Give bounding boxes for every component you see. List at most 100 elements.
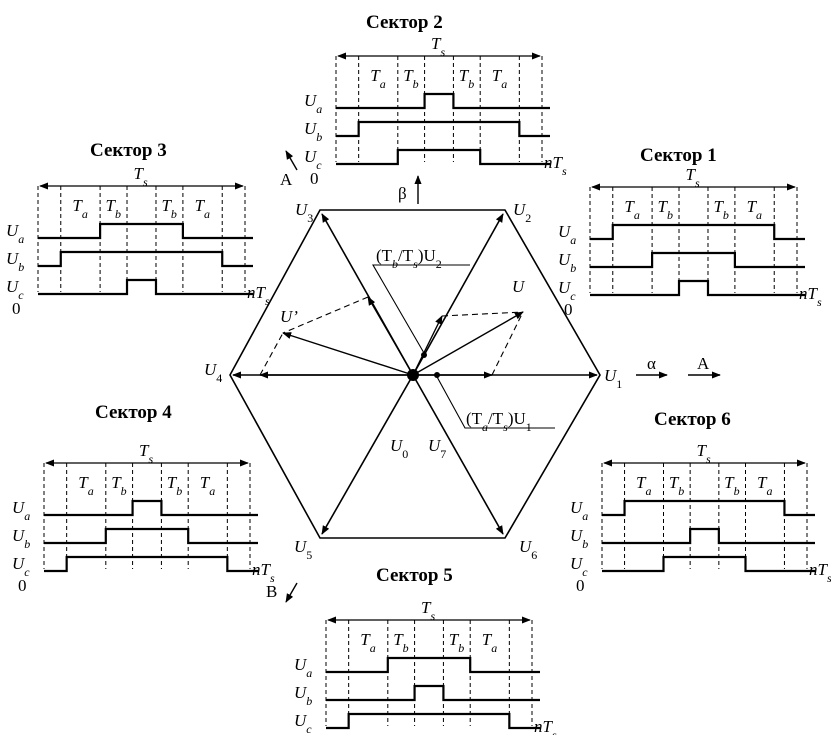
interval-label-1: Tb (393, 630, 408, 655)
interval-label-1: Tb (106, 196, 121, 221)
waveform-ua (602, 499, 815, 517)
signal-label-ua: Ua (12, 498, 30, 523)
origin-dot (407, 369, 419, 381)
interval-label-3: Ta (482, 630, 497, 655)
label-u5: U5 (294, 537, 312, 562)
signal-label-ub: Ub (12, 526, 30, 551)
vector-u2 (412, 213, 504, 376)
hexagon-labels: U1 U2 U3 U4 U5 U6 U0 U7 U U’ (Tb/Ts)U2 (… (204, 170, 710, 601)
interval-label-2: Tb (161, 196, 176, 221)
label-u0: U0 (390, 436, 408, 461)
leader-ta (435, 374, 555, 429)
label-component-tb: (Tb/Ts)U2 (376, 246, 442, 271)
label-alpha: α (647, 354, 656, 373)
interval-label-0: Ta (624, 197, 639, 222)
interval-label-2: Tb (449, 630, 464, 655)
vector-u6 (412, 374, 504, 535)
ts-label: Ts (686, 165, 700, 190)
interval-label-0: Ta (636, 473, 651, 498)
waveform-uc (602, 555, 815, 573)
interval-label-3: Ta (492, 66, 507, 91)
label-beta: β (398, 184, 407, 203)
hexagon-outline (229, 209, 601, 539)
signal-label-uc: Uc (570, 554, 588, 579)
axis-a-up-arrow (285, 150, 298, 171)
ts-label: Ts (421, 598, 435, 623)
signal-label-uc: Uc (304, 147, 322, 172)
signal-label-ua: Ua (6, 221, 24, 246)
interval-label-3: Ta (200, 473, 215, 498)
waveform-ua (590, 223, 805, 241)
signal-label-ua: Ua (558, 222, 576, 247)
label-reference-u: U (512, 277, 526, 296)
zero-label: 0 (310, 169, 319, 188)
waveform-ua (326, 656, 540, 674)
tb-dot (421, 352, 427, 358)
zero-label: 0 (300, 733, 309, 735)
sector-title: Сектор 4 (95, 402, 172, 423)
waveform-ua (44, 499, 258, 517)
ts-label: Ts (697, 441, 711, 466)
sector-title: Сектор 2 (366, 12, 443, 33)
zero-label: 0 (18, 576, 27, 595)
nts-label: nTs (544, 153, 567, 178)
zero-label: 0 (12, 299, 21, 318)
component-tb-u2 (412, 315, 443, 376)
waveform-uc (326, 712, 540, 730)
ts-label: Ts (134, 164, 148, 189)
label-axis-a-up: A (280, 170, 293, 189)
ts-label: Ts (431, 34, 445, 59)
waveform-ua (336, 92, 550, 110)
signal-label-uc: Uc (558, 278, 576, 303)
interval-label-1: Tb (111, 473, 126, 498)
interval-label-1: Tb (403, 66, 418, 91)
waveform-uc (590, 279, 805, 297)
interval-label-0: Ta (72, 196, 87, 221)
interval-label-3: Ta (757, 473, 772, 498)
interval-label-1: Tb (658, 197, 673, 222)
label-reference-u-mirror: U’ (280, 307, 298, 326)
waveform-ua (38, 222, 253, 240)
signal-label-ua: Ua (304, 91, 322, 116)
interval-label-0: Ta (360, 630, 375, 655)
waveform-ub (602, 527, 815, 545)
interval-label-1: Tb (669, 473, 684, 498)
signal-label-ub: Ub (558, 250, 576, 275)
label-u7: U7 (428, 436, 446, 461)
label-axis-b: B (266, 582, 277, 601)
interval-label-3: Ta (195, 196, 210, 221)
leader-tb (372, 264, 470, 354)
sector-title: Сектор 3 (90, 140, 167, 161)
waveform-uc (336, 148, 550, 166)
nts-label: nTs (252, 560, 275, 585)
signal-label-uc: Uc (6, 277, 24, 302)
vector-u5 (321, 374, 414, 535)
waveform-ub (590, 251, 805, 269)
sector-title: Сектор 1 (640, 145, 717, 166)
interval-label-0: Ta (370, 66, 385, 91)
signal-label-ub: Ub (6, 249, 24, 274)
label-u1: U1 (604, 366, 622, 391)
label-component-ta: (Ta/Ts)U1 (466, 409, 532, 434)
signal-label-ub: Ub (294, 683, 312, 708)
axis-b-arrow (285, 582, 298, 603)
nts-label: nTs (534, 717, 557, 735)
signal-label-ub: Ub (304, 119, 322, 144)
nts-label: nTs (809, 560, 831, 585)
interval-label-0: Ta (78, 473, 93, 498)
nts-label: nTs (799, 284, 822, 309)
zero-label: 0 (564, 300, 573, 319)
sector-title: Сектор 5 (376, 565, 453, 586)
reference-vector-u-mirror (282, 332, 414, 376)
waveform-ub (44, 527, 258, 545)
sector-5-diagram: Сектор 5TsTaTbTbTaUaUbUc0nTs (294, 565, 557, 735)
ts-label: Ts (139, 441, 153, 466)
waveform-ub (38, 250, 253, 268)
space-vector-hexagon (229, 209, 601, 539)
interval-label-2: Tb (724, 473, 739, 498)
